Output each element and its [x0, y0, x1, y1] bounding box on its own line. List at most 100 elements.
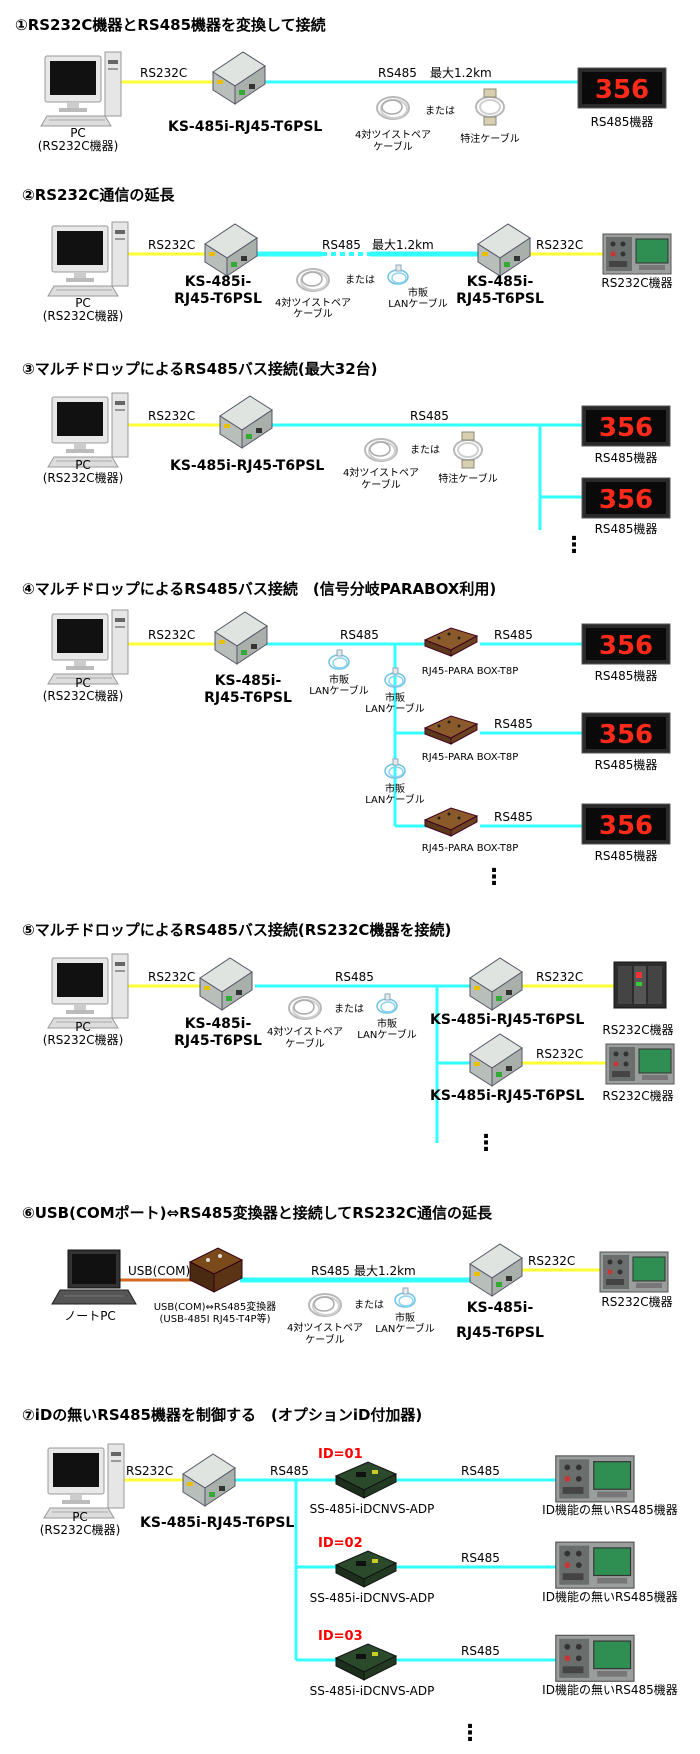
section-3: ③マルチドロップによるRS485バス接続(最大32台) PC (RS232C機器… [22, 360, 671, 558]
section-title: ②RS232C通信の延長 [22, 186, 175, 204]
distance-label: 最大1.2km [372, 238, 434, 252]
device-label: ID機能の無いRS485機器 [542, 1502, 678, 1517]
pc-icon [47, 609, 129, 685]
special-cable-icon [475, 88, 505, 126]
pc-label: PC [75, 296, 91, 310]
converter-icon [204, 223, 258, 277]
rs485-display-icon [581, 405, 671, 447]
adapter-label: SS-485i-iDCNVS-ADP [310, 1591, 435, 1605]
rs485-label: RS485 [378, 66, 417, 80]
lan-cable-icon [394, 1287, 416, 1308]
or-label: または [334, 1003, 364, 1015]
id-adapter-icon [335, 1550, 397, 1588]
parabox-label: RJ45-PARA BOX-T8P [422, 843, 518, 854]
converter-icon [219, 395, 273, 449]
section-title: ⑥USB(COMポート)⇔RS485変換器と接続してRS232C通信の延長 [22, 1204, 493, 1222]
rs485-device-icon [555, 1455, 635, 1503]
device-label: ID機能の無いRS485機器 [542, 1682, 678, 1697]
device-label: RS232C機器 [601, 275, 672, 290]
rs485-label: RS485 [340, 628, 379, 642]
converter-label-line2: RJ45-T6PSL [174, 1033, 262, 1049]
rs485-device-icon [555, 1634, 635, 1682]
twisted-pair-cable-icon [288, 996, 322, 1020]
section-title: ①RS232C機器とRS485機器を変換して接続 [15, 16, 326, 34]
rs485-label: RS485 [461, 1644, 500, 1658]
rs232c-label: RS232C [536, 970, 583, 984]
converter-label: KS-485i-RJ45-T6PSL [168, 119, 322, 135]
usb-label: USB(COM) [128, 1264, 190, 1278]
rs232c-label: RS232C [148, 409, 195, 423]
pc-icon [47, 953, 129, 1029]
pc-icon [47, 221, 129, 297]
shihan-label: 市販 [395, 1311, 415, 1324]
rs232c-label: RS232C [536, 1047, 583, 1061]
lan-cable-label: LANケーブル [375, 1322, 435, 1335]
id-label: ID=03 [318, 1629, 363, 1644]
usb-converter-model: (USB-485I RJ45-T4P等) [160, 1312, 271, 1325]
rs485-label: RS485 [461, 1464, 500, 1478]
device-label: RS485機器 [595, 757, 658, 772]
converter-icon [212, 51, 266, 105]
cable-label: ケーブル [373, 140, 412, 153]
twisted-pair-cable-icon [308, 1293, 342, 1317]
lan-cable-icon [387, 264, 409, 285]
section-2: ②RS232C通信の延長 PC (RS232C機器) RS232C KS-485… [22, 186, 673, 323]
converter-icon [477, 223, 531, 277]
parabox-label: RJ45-PARA BOX-T8P [422, 752, 518, 763]
rs485-label: RS485 [461, 1551, 500, 1565]
device-label: RS485機器 [591, 114, 654, 129]
converter-label-line2: RJ45-T6PSL [456, 1325, 544, 1341]
rs232c-label: RS232C [148, 238, 195, 252]
usb-converter-label: USB(COM)⇔RS485変換器 [154, 1300, 277, 1313]
pc-label: PC [75, 458, 91, 472]
converter-icon [469, 1243, 523, 1297]
rs232c-label: RS232C [148, 970, 195, 984]
rs485-label: RS485 [494, 628, 533, 642]
converter-label-line1: KS-485i- [185, 274, 252, 290]
twisted-pair-label: 4対ツイストペア [275, 296, 351, 309]
id-adapter-icon [335, 1643, 397, 1681]
rs232c-label: RS232C [536, 238, 583, 252]
converter-label: KS-485i-RJ45-T6PSL [170, 458, 324, 474]
device-label: RS485機器 [595, 450, 658, 465]
pc-sublabel: (RS232C機器) [43, 470, 124, 485]
id-label: ID=02 [318, 1536, 363, 1551]
id-label: ID=01 [318, 1447, 363, 1462]
parabox-icon [424, 715, 478, 745]
or-label: または [345, 274, 375, 286]
more-devices-ellipsis: ⋮ [483, 865, 505, 890]
distance-label: 最大1.2km [354, 1264, 416, 1278]
pc-label: PC [75, 1020, 91, 1034]
converter-label-line1: KS-485i- [185, 1016, 252, 1032]
or-label: または [354, 1299, 384, 1311]
section-5: ⑤マルチドロップによるRS485バス接続(RS232C機器を接続) PC (RS… [22, 921, 675, 1156]
converter-icon [214, 611, 268, 665]
pc-sublabel: (RS232C機器) [40, 1522, 121, 1537]
rs232c-label: RS232C [148, 628, 195, 642]
laptop-icon [51, 1249, 137, 1305]
special-cable-icon [453, 431, 483, 469]
rs232c-device-icon [605, 1043, 675, 1085]
shihan-label: 市販 [385, 782, 405, 795]
or-label: または [410, 444, 440, 456]
rs485-label: RS485 [494, 810, 533, 824]
converter-icon [199, 957, 253, 1011]
lan-cable-label: LANケーブル [357, 1028, 417, 1041]
pc-sublabel: (RS232C機器) [43, 1032, 124, 1047]
section-title: ④マルチドロップによるRS485バス接続 (信号分岐PARABOX利用) [22, 580, 496, 598]
section-6: ⑥USB(COMポート)⇔RS485変換器と接続してRS232C通信の延長 ノー… [22, 1204, 673, 1346]
converter-label-line2: RJ45-T6PSL [174, 291, 262, 307]
rs485-display-icon [581, 803, 671, 845]
lan-cable-icon [328, 649, 350, 670]
pc-icon [47, 392, 129, 468]
converter-label: KS-485i-RJ45-T6PSL [140, 1515, 294, 1531]
remote-converter-label: KS-485i-RJ45-T6PSL [430, 1012, 584, 1028]
lan-cable-label: LANケーブル [365, 702, 425, 715]
shihan-label: 市販 [329, 673, 349, 686]
rs232c-device-icon [602, 233, 672, 275]
rs232c-label: RS232C [140, 66, 187, 80]
rs485-label: RS485 [270, 1464, 309, 1478]
remote-converter-label: KS-485i-RJ45-T6PSL [430, 1088, 584, 1104]
more-devices-ellipsis: ⋮ [475, 1131, 497, 1156]
lan-cable-label: LANケーブル [388, 297, 448, 310]
